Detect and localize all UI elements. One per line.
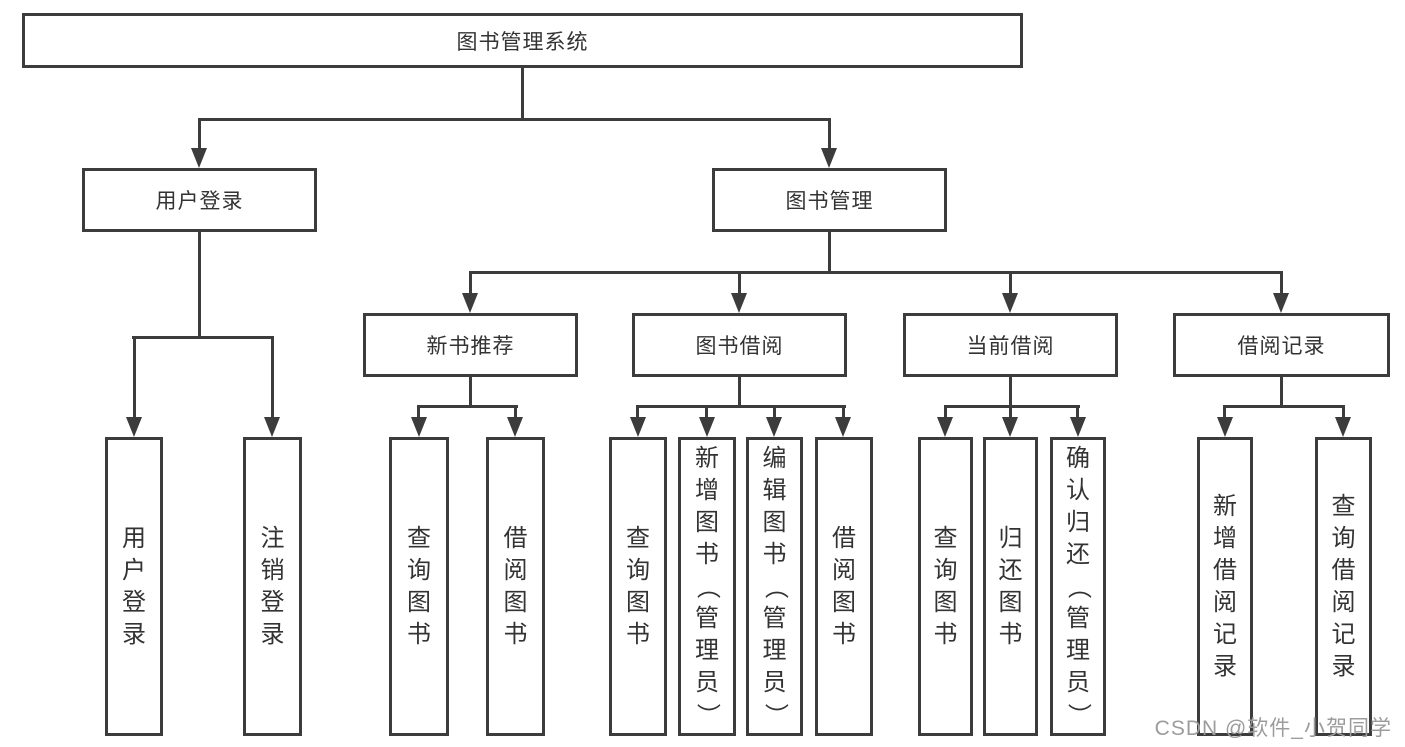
arrowhead (630, 417, 646, 437)
arrowhead (126, 417, 142, 437)
connector-line (1009, 405, 1012, 419)
node-label: 用户登录 (122, 524, 146, 648)
connector-line (828, 232, 831, 274)
connector-line (1342, 405, 1345, 419)
node-label: 编辑图书（管理员） (761, 444, 789, 727)
arrowhead (1002, 417, 1018, 437)
node-book-management: 图书管理 (712, 168, 947, 232)
node-edit-books-admin: 编辑图书（管理员） (746, 437, 803, 736)
connector-line (1280, 271, 1283, 296)
arrowhead (191, 148, 207, 168)
connector-line (198, 118, 831, 121)
node-new-book-recommendation: 新书推荐 (363, 313, 578, 377)
node-label: 借阅记录 (1237, 335, 1326, 358)
node-label: 查询图书 (407, 524, 431, 648)
node-label: 查询图书 (626, 524, 650, 648)
connector-line (1223, 405, 1345, 408)
connector-line (198, 118, 201, 151)
connector-line (705, 405, 708, 419)
node-label: 查询借阅记录 (1331, 492, 1356, 680)
arrowhead (1070, 417, 1086, 437)
arrowhead (411, 417, 427, 437)
arrowhead (731, 293, 747, 313)
node-confirm-return-admin: 确认归还（管理员） (1050, 437, 1106, 736)
node-label: 图书借阅 (695, 335, 784, 358)
connector-line (132, 336, 274, 339)
node-logout: 注销登录 (243, 437, 302, 736)
node-query-books-under-recommend: 查询图书 (389, 437, 449, 736)
arrowhead (835, 417, 851, 437)
arrowhead (937, 417, 953, 437)
connector-line (636, 405, 639, 419)
node-label: 借阅图书 (503, 524, 528, 648)
connector-line (521, 68, 524, 120)
connector-line (1009, 377, 1012, 408)
connector-line (828, 118, 831, 151)
connector-line (469, 271, 472, 296)
arrowhead (1335, 417, 1351, 437)
node-label: 确认归还（管理员） (1065, 444, 1092, 727)
node-label: 查询图书 (933, 524, 958, 648)
node-book-borrowing: 图书借阅 (632, 313, 847, 377)
node-current-borrowing: 当前借阅 (903, 313, 1118, 377)
node-borrow-books-under-borrowing: 借阅图书 (815, 437, 873, 736)
node-add-borrow-record: 新增借阅记录 (1197, 437, 1253, 736)
arrowhead (1217, 417, 1233, 437)
arrowhead (699, 417, 715, 437)
connector-line (1009, 271, 1012, 296)
node-query-borrow-record: 查询借阅记录 (1315, 437, 1372, 736)
node-label: 新增借阅记录 (1213, 492, 1237, 680)
connector-line (1280, 377, 1283, 408)
node-label: 注销登录 (260, 524, 285, 648)
connector-line (842, 405, 845, 419)
arrowhead (766, 417, 782, 437)
node-user-login: 用户登录 (82, 168, 317, 232)
arrowhead (264, 417, 280, 437)
node-query-books-under-borrowing: 查询图书 (609, 437, 667, 736)
connector-line (1076, 405, 1079, 419)
connector-line (417, 405, 518, 408)
arrowhead (821, 148, 837, 168)
node-return-books: 归还图书 (983, 437, 1038, 736)
node-label: 借阅图书 (832, 524, 856, 648)
node-user-login-leaf: 用户登录 (105, 437, 163, 736)
connector-line (469, 271, 1283, 274)
connector-line (133, 336, 136, 419)
connector-line (944, 405, 1080, 408)
arrowhead (462, 293, 478, 313)
connector-line (738, 377, 741, 408)
connector-line (773, 405, 776, 419)
arrowhead (1273, 293, 1289, 313)
connector-line (469, 377, 472, 408)
connector-line (636, 405, 846, 408)
node-label: 新增图书（管理员） (694, 444, 721, 727)
arrowhead (507, 417, 523, 437)
node-label: 当前借阅 (966, 335, 1055, 358)
node-add-books-admin: 新增图书（管理员） (678, 437, 736, 736)
node-label: 图书管理系统 (456, 30, 589, 54)
connector-line (271, 336, 274, 419)
node-label: 新书推荐 (426, 335, 515, 358)
node-borrow-books-under-recommend: 借阅图书 (486, 437, 545, 736)
node-label: 用户登录 (155, 190, 244, 213)
node-label: 图书管理 (785, 190, 874, 213)
node-library-management-system: 图书管理系统 (22, 13, 1023, 68)
watermark: CSDN @软件_小贺同学 (1154, 717, 1392, 740)
connector-line (738, 271, 741, 296)
connector-line (1223, 405, 1226, 419)
connector-line (417, 405, 420, 419)
arrowhead (1002, 293, 1018, 313)
node-query-books-under-current: 查询图书 (918, 437, 973, 736)
node-borrowing-records: 借阅记录 (1173, 313, 1390, 377)
connector-line (944, 405, 947, 419)
connector-line (514, 405, 517, 419)
node-label: 归还图书 (998, 524, 1023, 648)
connector-line (198, 232, 201, 339)
